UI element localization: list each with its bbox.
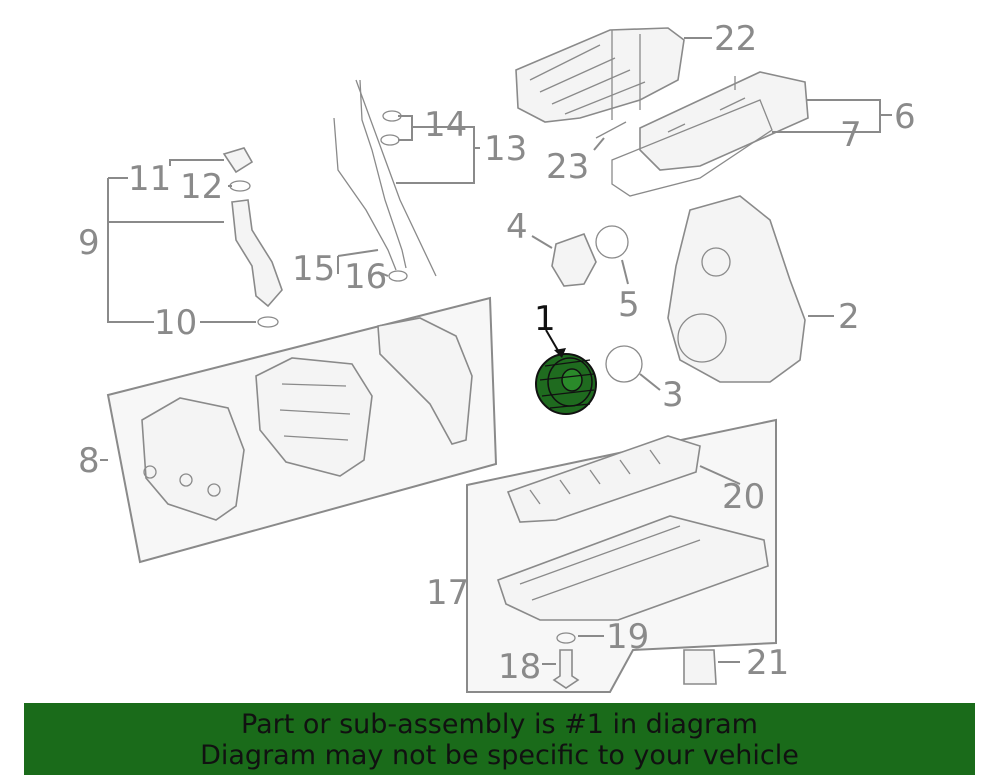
- parts-diagram: 1 2 3 4 5 6 7 8 9 10 11 12 13 14 15 16 1…: [78, 19, 916, 693]
- callout-19: 19: [606, 617, 649, 657]
- callout-14: 14: [424, 105, 467, 145]
- oil-filler-tube: [231, 199, 283, 308]
- highlighted-part-1-pulley: [535, 353, 597, 415]
- drain-plug: [552, 649, 580, 689]
- o-ring-10: [257, 316, 279, 328]
- seal-12: [229, 180, 251, 192]
- callout-17: 17: [426, 573, 469, 613]
- callout-2: 2: [838, 297, 860, 337]
- front-cover: [667, 195, 806, 383]
- notice-banner: Part or sub-assembly is #1 in diagram Di…: [24, 703, 975, 775]
- dipstick-tube: [359, 79, 407, 269]
- callout-11: 11: [128, 159, 171, 199]
- callout-23: 23: [546, 147, 589, 187]
- valve-cover-gasket: [611, 99, 773, 197]
- callout-12: 12: [180, 167, 223, 207]
- banner-line-1: Part or sub-assembly is #1 in diagram: [241, 709, 758, 740]
- water-pump-gasket: [595, 225, 629, 259]
- callout-9: 9: [78, 223, 100, 263]
- water-pump: [551, 232, 597, 287]
- intake-manifold: [515, 27, 685, 123]
- dipstick: [333, 79, 437, 277]
- callout-10: 10: [154, 303, 197, 343]
- windage-tray: [506, 435, 701, 523]
- cover-8b: [255, 357, 373, 477]
- callout-22: 22: [714, 19, 757, 59]
- callout-1: 1: [534, 299, 556, 339]
- callout-8: 8: [78, 441, 100, 481]
- o-ring-16: [388, 270, 408, 282]
- cover-8a: [141, 397, 245, 521]
- callout-5: 5: [618, 285, 640, 325]
- callout-13: 13: [484, 129, 527, 169]
- bolt-23: [595, 121, 627, 139]
- callout-21: 21: [746, 643, 789, 683]
- callout-4: 4: [506, 207, 528, 247]
- leader-lines: [100, 37, 892, 665]
- cover-8c: [377, 317, 473, 445]
- callout-7: 7: [840, 115, 862, 155]
- oil-pan: [496, 515, 769, 621]
- callout-16: 16: [344, 257, 387, 297]
- callout-18: 18: [498, 647, 541, 687]
- callout-20: 20: [722, 477, 765, 517]
- callout-6: 6: [894, 97, 916, 137]
- oil-filler-cap: [222, 147, 254, 174]
- o-ring-14b: [380, 134, 400, 146]
- callout-15: 15: [292, 249, 335, 289]
- banner-line-2: Diagram may not be specific to your vehi…: [200, 740, 799, 771]
- callout-3: 3: [662, 375, 684, 415]
- front-seal: [605, 345, 643, 383]
- oil-filter: [683, 649, 717, 685]
- washer-19: [556, 632, 576, 644]
